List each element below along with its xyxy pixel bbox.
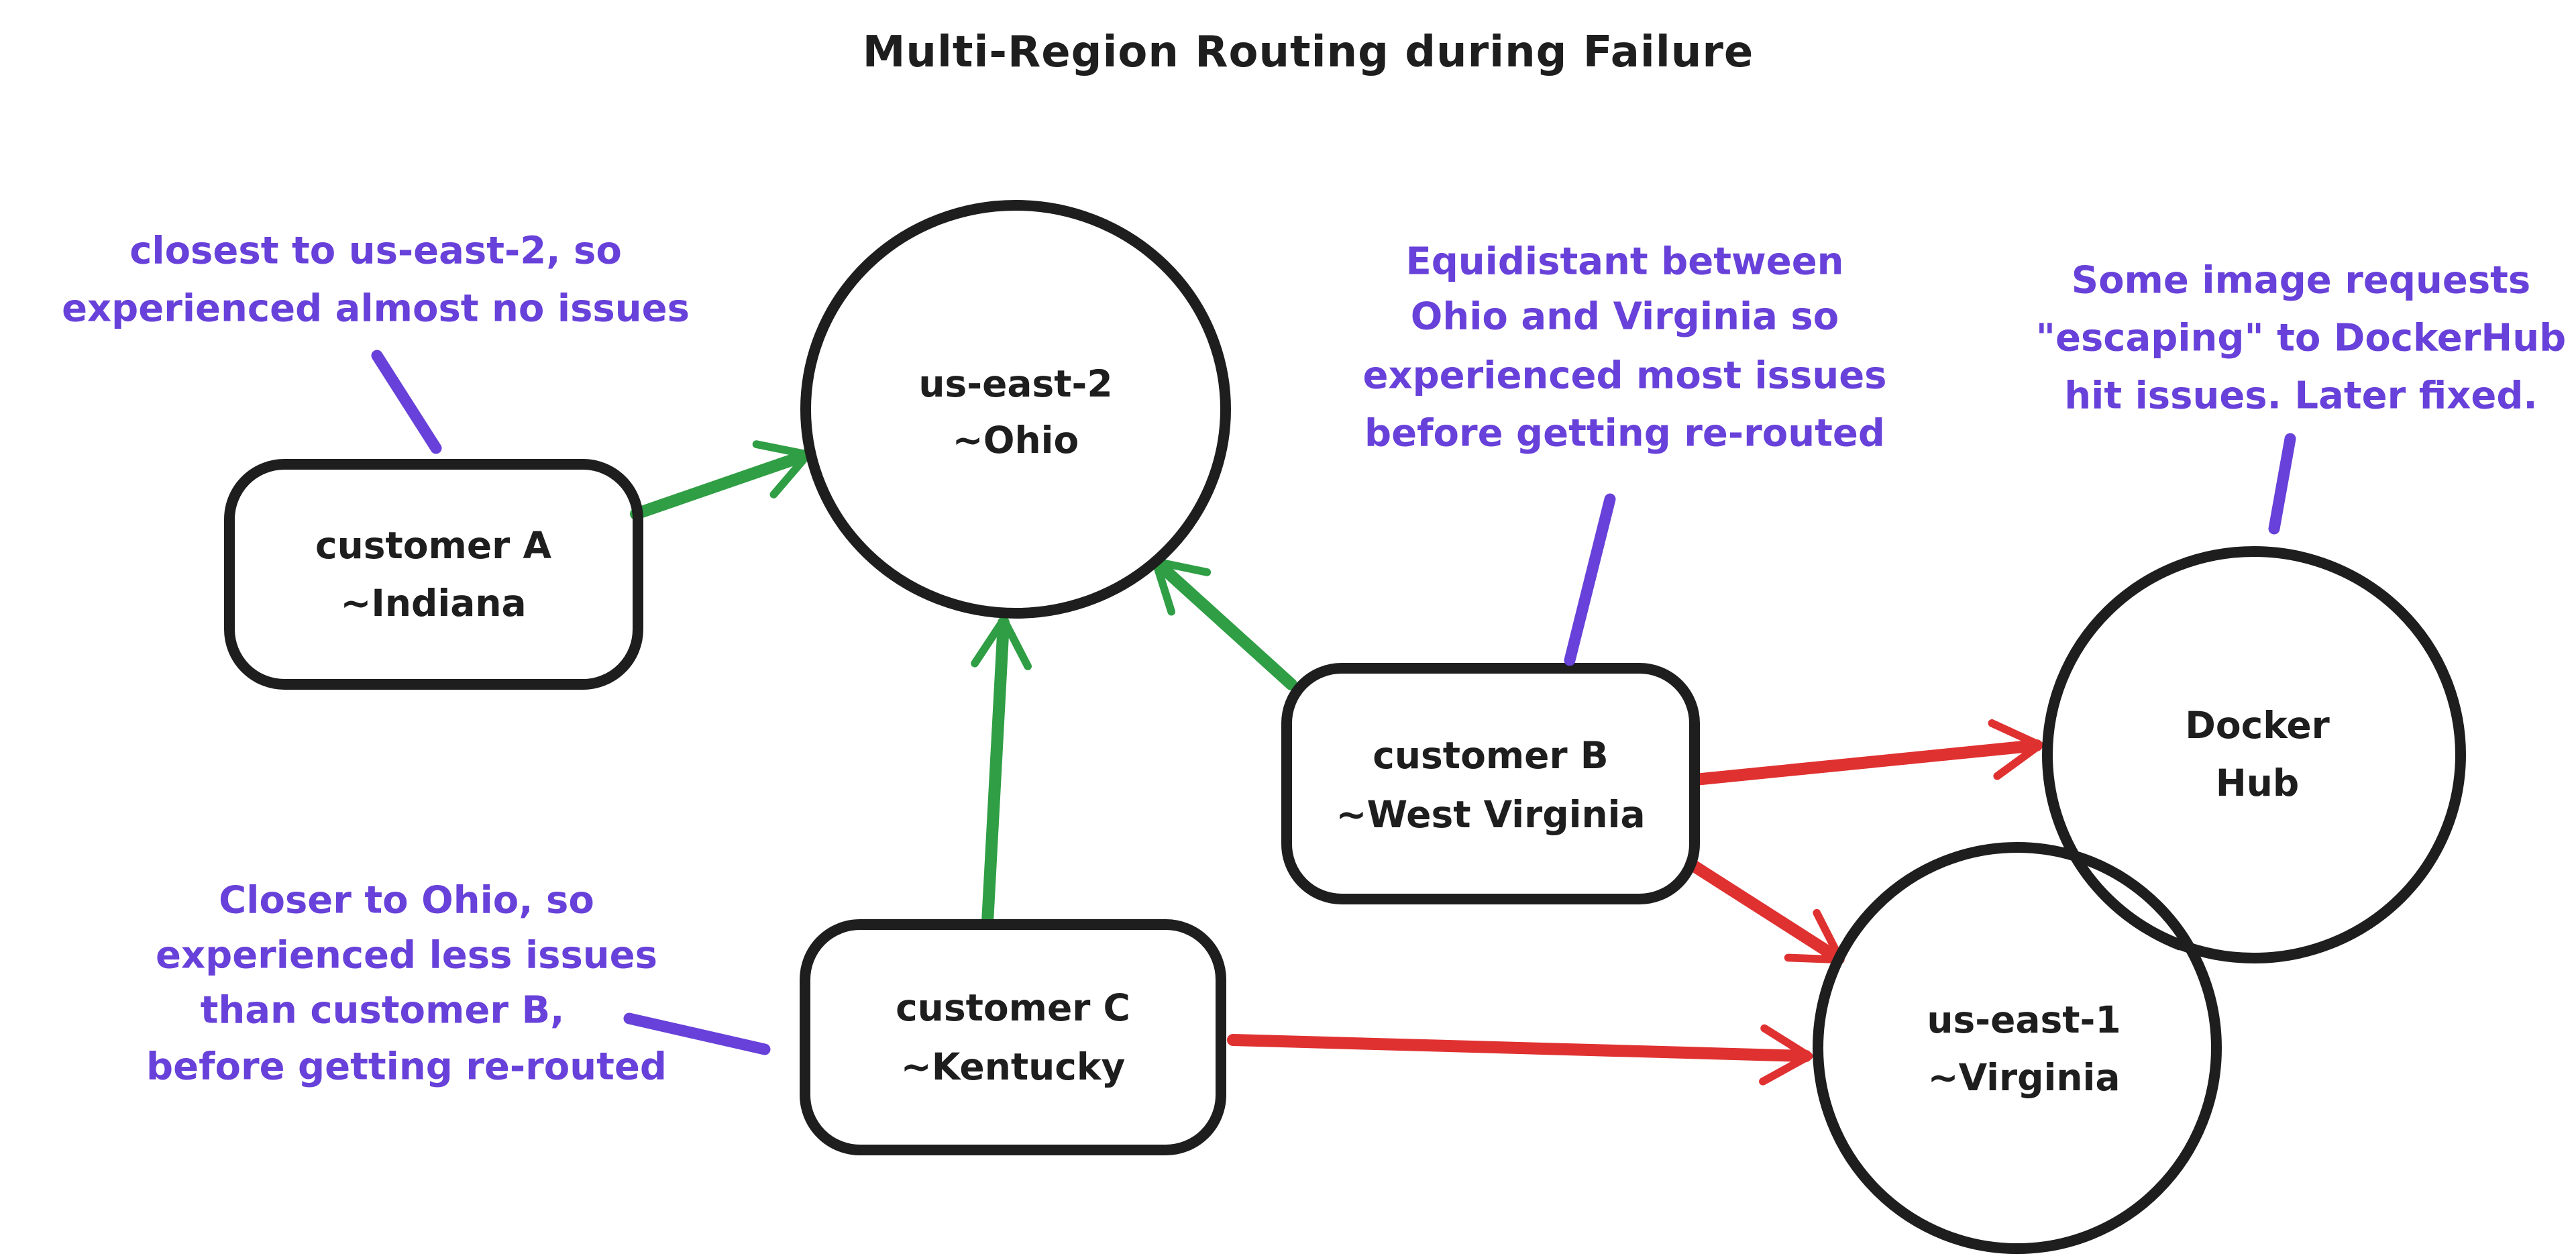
note-customer-b-connector [1564,493,1616,666]
us-east-1-label-line1: us-east-1 [1927,998,2121,1041]
node-customer-a: customer A ~Indiana [224,459,643,690]
node-customer-c: customer C ~Kentucky [800,919,1226,1155]
note-customer-c-line4: before getting re-routed [146,1045,667,1089]
note-customer-a-line2: experienced almost no issues [62,287,690,331]
docker-hub-circle [2042,546,2466,963]
node-us-east-2: us-east-2 ~Ohio [800,200,1231,619]
node-us-east-1: us-east-1 ~Virginia [1813,842,2222,1254]
us-east-2-circle [800,200,1231,619]
us-east-1-circle [1813,842,2222,1254]
customer-a-box [224,459,643,690]
note-customer-a-line1: closest to us-east-2, so [129,229,622,273]
note-customer-b: Equidistant between Ohio and Virginia so… [1362,240,1887,666]
us-east-2-label-line1: us-east-2 [918,362,1112,405]
customer-c-box [800,919,1226,1155]
edges-group [630,440,2044,1086]
edge-customer-c-to-us-east-2 [971,615,1032,929]
customer-b-box [1281,663,1700,904]
us-east-1-label-line2: ~Virginia [1927,1056,2120,1099]
note-customer-b-line1: Equidistant between [1405,240,1843,284]
note-customer-b-line2: Ohio and Virginia so [1411,295,1839,339]
note-docker-hub-connector [2268,433,2296,535]
customer-a-label-line2: ~Indiana [340,582,526,625]
note-customer-b-line3: experienced most issues [1362,354,1886,398]
customer-b-label-line2: ~West Virginia [1336,793,1645,836]
node-customer-b: customer B ~West Virginia [1281,663,1700,904]
note-customer-a: closest to us-east-2, so experienced alm… [62,229,690,454]
customer-a-label-line1: customer A [315,524,551,567]
note-customer-c-line2: experienced less issues [156,934,657,978]
note-docker-hub-line1: Some image requests [2072,259,2531,303]
us-east-2-label-line2: ~Ohio [953,419,1079,462]
note-docker-hub-line2: "escaping" to DockerHub [2036,317,2566,360]
note-customer-c-line1: Closer to Ohio, so [219,879,594,923]
note-customer-c: Closer to Ohio, so experienced less issu… [146,879,771,1089]
note-customer-c-line3: than customer B, [201,989,565,1033]
customer-c-label-line1: customer C [896,986,1130,1029]
edge-customer-b-to-us-east-2 [1151,558,1297,690]
customer-c-label-line2: ~Kentucky [901,1045,1126,1088]
docker-hub-label-line2: Hub [2216,762,2300,804]
note-customer-b-line4: before getting re-routed [1364,412,1885,456]
edge-customer-a-to-us-east-2 [630,440,812,520]
note-customer-a-connector [371,350,442,454]
note-docker-hub: Some image requests "escaping" to Docker… [2036,259,2566,535]
customer-b-label-line1: customer B [1373,734,1608,777]
edge-customer-b-to-docker-hub [1689,719,2044,786]
docker-hub-label-line1: Docker [2185,704,2330,747]
docker-hub-occluded-border-dashed-arc [2072,854,2196,955]
note-customer-c-connector [623,1012,771,1055]
edge-customer-b-to-us-east-1 [1685,858,1845,964]
note-docker-hub-line3: hit issues. Later fixed. [2064,374,2537,418]
node-docker-hub: Docker Hub [2042,546,2466,963]
edge-customer-c-to-us-east-1 [1227,1024,1813,1086]
diagram-title: Multi-Region Routing during Failure [863,28,1754,77]
